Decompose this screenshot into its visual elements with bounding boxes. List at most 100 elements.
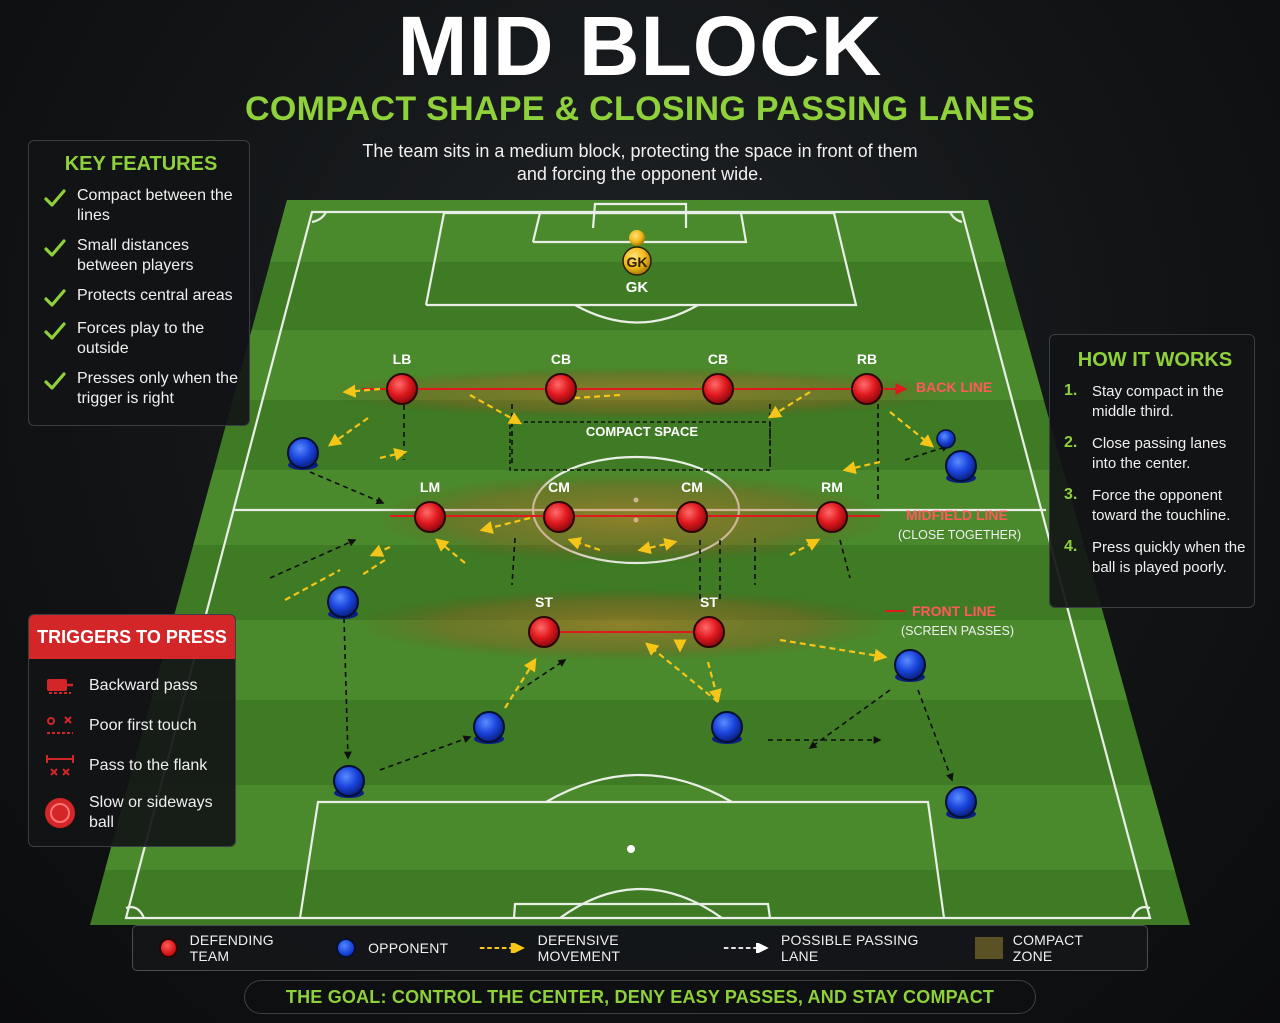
key-feature-text: Compact between the lines [77, 187, 233, 224]
legend-defending-label: DEFENDING TEAM [189, 932, 274, 964]
checkmark-icon [44, 239, 66, 257]
intro-line-2: and forcing the opponent wide. [516, 164, 764, 184]
player-position-label: ST [700, 594, 718, 610]
defending-player: LM [414, 479, 446, 533]
defending-player: RM [816, 479, 848, 533]
intro-text: The team sits in a medium block, protect… [320, 140, 960, 186]
legend-defending: DEFENDING TEAM [159, 932, 306, 964]
goalkeeper-badge: GK [627, 254, 648, 270]
opponent-player [945, 450, 977, 483]
pitch-stripe [90, 785, 1190, 870]
key-feature-text: Forces play to the outside [77, 320, 205, 357]
back-line-label: BACK LINE [916, 379, 992, 395]
trigger-text: Pass to the flank [89, 757, 208, 774]
player-position-label: LB [393, 351, 412, 367]
triggers-panel: TRIGGERS TO PRESS Backward pass Poor fir… [28, 614, 236, 847]
opponent-player [327, 586, 359, 619]
player-position-label: RB [857, 351, 877, 367]
defending-player: ST [693, 594, 725, 648]
legend-passing-label: POSSIBLE PASSING LANE [781, 932, 919, 964]
compact-zone-front [355, 589, 895, 661]
trigger-text: Poor first touch [89, 717, 197, 734]
white-dashed-arrow-icon [723, 943, 769, 953]
defensive-movements [284, 384, 935, 709]
defending-player: RB [851, 351, 883, 405]
line-labels: BACK LINE MIDFIELD LINE (CLOSE TOGETHER)… [898, 379, 1021, 638]
how-it-works-title: HOW IT WORKS [1077, 349, 1233, 371]
yellow-dashed-arrow-icon [480, 943, 526, 953]
key-feature-text: Presses only when the trigger is right [77, 370, 238, 407]
compact-zone-swatch-icon [975, 937, 1003, 959]
defending-player: CM [543, 479, 575, 533]
opponent-player [711, 711, 743, 744]
key-feature-item: Presses only when the trigger is right [43, 369, 239, 409]
page-title: MID BLOCK [397, 0, 883, 93]
step-number: 2. [1064, 434, 1078, 451]
how-it-works-panel: HOW IT WORKS 1. Stay compact in the midd… [1049, 334, 1255, 608]
how-it-works-step: 1. Stay compact in the middle third. [1064, 382, 1246, 422]
key-feature-item: Protects central areas [43, 286, 239, 309]
player-position-label: ST [535, 594, 553, 610]
key-feature-item: Small distances between players [43, 236, 239, 276]
compact-space-label: COMPACT SPACE [586, 424, 699, 439]
goalkeeper: GK GK [622, 230, 652, 296]
legend-movement-label: DEFENSIVE MOVEMENT [537, 932, 621, 964]
defending-player: CB [702, 351, 734, 405]
poor-touch-icon [47, 716, 73, 734]
front-line-note: (SCREEN PASSES) [901, 624, 1014, 638]
front-line-label: FRONT LINE [912, 603, 996, 619]
ball-icon [936, 429, 956, 449]
player-position-label: CB [708, 351, 728, 367]
defending-player: CB [545, 351, 577, 405]
goalkeeper-label: GK [626, 279, 649, 296]
key-feature-item: Compact between the lines [43, 186, 239, 226]
backward-pass-icon [47, 679, 73, 694]
opponent-player [333, 765, 365, 798]
checkmark-icon [44, 372, 66, 390]
legend: DEFENDING TEAM OPPONENT DEFENSIVE MOVEME… [132, 925, 1148, 971]
key-feature-text: Protects central areas [77, 287, 233, 304]
legend-movement: DEFENSIVE MOVEMENT [478, 932, 691, 964]
checkmark-icon [44, 189, 66, 207]
trigger-item: Poor first touch [43, 713, 235, 739]
step-number: 4. [1064, 538, 1078, 555]
opponent-player [894, 649, 926, 682]
compact-zone-back [320, 367, 960, 419]
opponent-player [287, 437, 319, 470]
intro-line-1: The team sits in a medium block, protect… [362, 141, 918, 161]
step-text: Press quickly when the ball is played po… [1092, 539, 1246, 576]
line-connectors [362, 383, 908, 633]
how-it-works-step: 3. Force the opponent toward the touchli… [1064, 486, 1246, 526]
step-text: Close passing lanes into the center. [1092, 435, 1227, 472]
player-position-label: LM [420, 479, 440, 495]
checkmark-icon [44, 289, 66, 307]
how-it-works-step: 2. Close passing lanes into the center. [1064, 434, 1246, 474]
checkmark-icon [44, 322, 66, 340]
midfield-line-note: (CLOSE TOGETHER) [898, 528, 1021, 542]
opponent-player [473, 711, 505, 744]
trigger-item: Backward pass [43, 673, 235, 699]
defending-player: ST [528, 594, 560, 648]
player-position-label: CM [548, 479, 570, 495]
player-position-label: RM [821, 479, 843, 495]
player-position-label: CB [551, 351, 571, 367]
legend-opponent: OPPONENT [336, 938, 448, 958]
page-subtitle: COMPACT SHAPE & CLOSING PASSING LANES [244, 90, 1035, 128]
defending-dot-icon [159, 938, 178, 958]
key-feature-item: Forces play to the outside [43, 319, 239, 359]
opponent-player [945, 786, 977, 819]
step-number: 1. [1064, 382, 1078, 399]
triggers-title: TRIGGERS TO PRESS [29, 615, 235, 659]
step-text: Force the opponent toward the touchline. [1092, 487, 1231, 524]
key-features-title: KEY FEATURES [64, 153, 218, 175]
compact-zone-mid [372, 472, 892, 564]
flank-pass-icon [46, 755, 74, 776]
how-it-works-step: 4. Press quickly when the ball is played… [1064, 538, 1246, 578]
defending-player: LB [386, 351, 418, 405]
legend-zone: COMPACT ZONE [975, 932, 1117, 964]
legend-opponent-label: OPPONENT [368, 940, 449, 956]
legend-passing: POSSIBLE PASSING LANE [722, 932, 946, 964]
slow-ball-icon [45, 798, 75, 828]
goal-banner: THE GOAL: CONTROL THE CENTER, DENY EASY … [244, 980, 1036, 1014]
